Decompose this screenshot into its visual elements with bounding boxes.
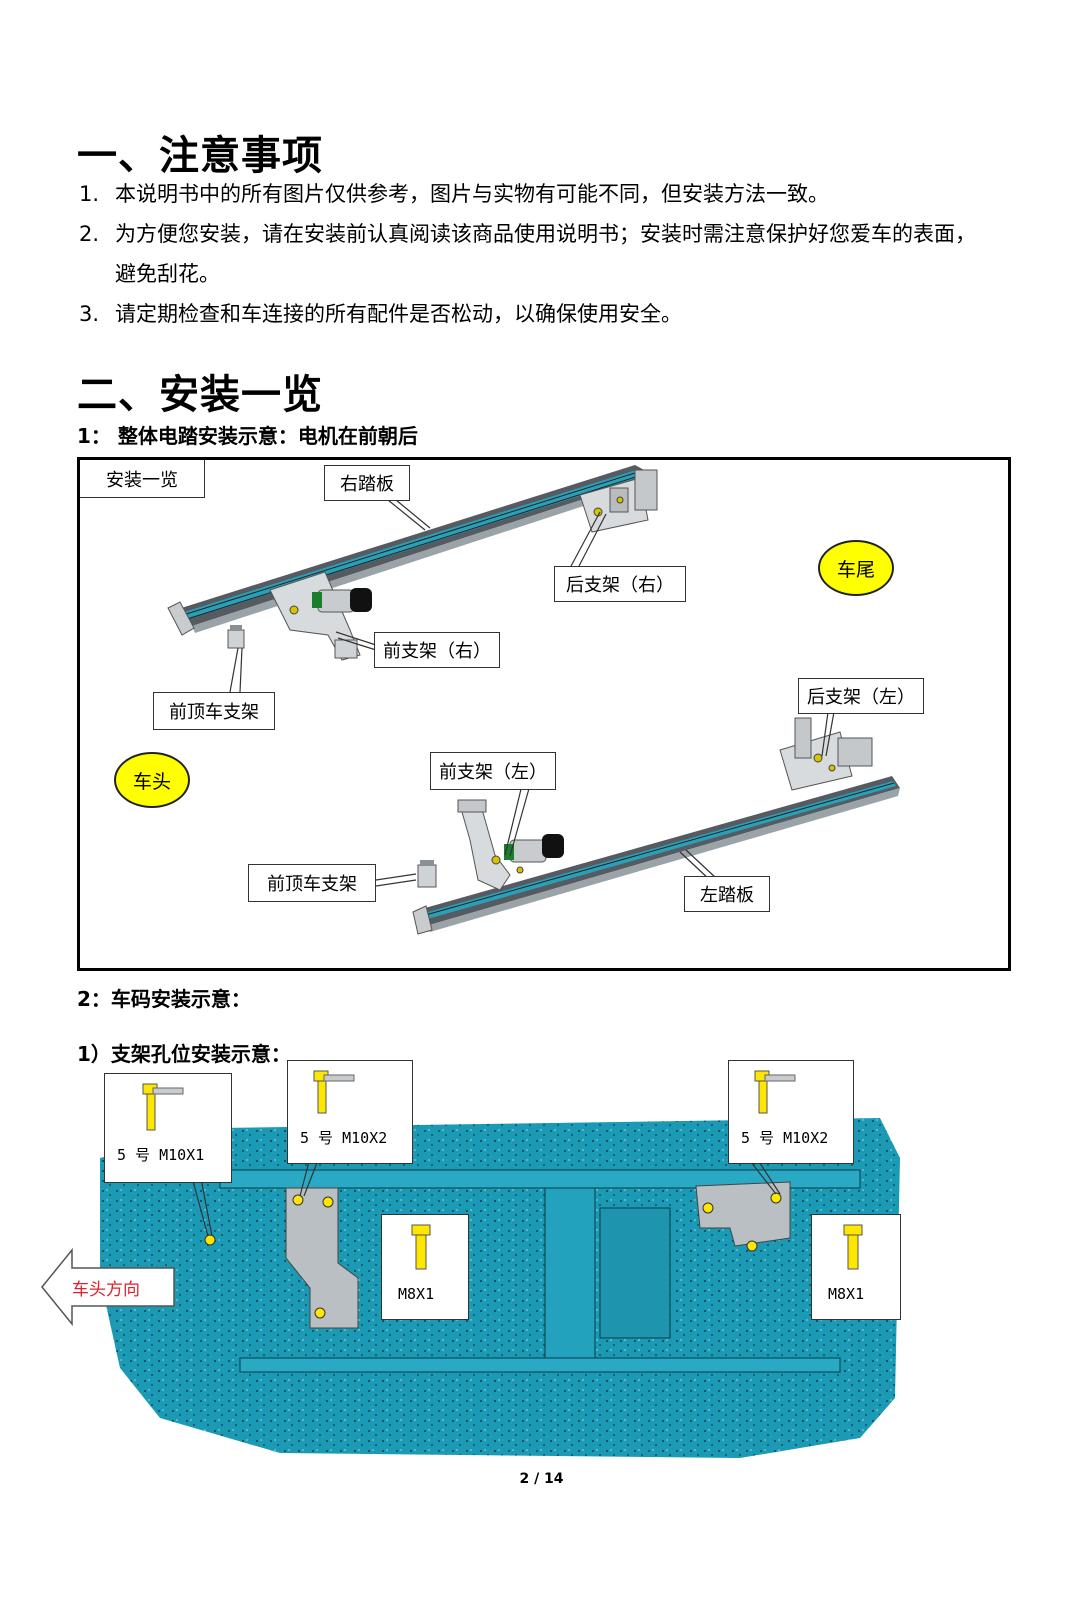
list-item: 2. 为方便您安装，请在安装前认真阅读该商品使用说明书；安装时需注意保护好您爱车的…	[79, 218, 976, 248]
bolt-spec-label: M8X1	[828, 1285, 865, 1303]
subheading-overall-install: 1： 整体电踏安装示意：电机在前朝后	[77, 424, 418, 448]
front-top-bracket-right	[227, 625, 245, 649]
page-number: 2 / 14	[519, 1471, 564, 1487]
right-running-board	[167, 465, 657, 636]
bolt-callout: 5 号 M10X1	[104, 1073, 232, 1183]
direction-label: 车头方向	[72, 1280, 140, 1300]
bolt-callout: 5 号 M10X2	[287, 1060, 413, 1164]
rear-tag: 车尾	[818, 540, 894, 596]
list-item: 3. 请定期检查和车连接的所有配件是否松动，以确保使用安全。	[79, 298, 682, 328]
list-number: 3.	[79, 302, 100, 326]
section-heading-precautions: 一、注意事项	[77, 133, 323, 179]
list-text: 请定期检查和车连接的所有配件是否松动，以确保使用安全。	[115, 302, 682, 326]
leader-lines	[229, 499, 835, 887]
bolt-icon	[142, 1083, 184, 1131]
bolt-icon	[754, 1070, 796, 1114]
front-bracket-left	[457, 799, 564, 891]
section-heading-installation-overview: 二、安装一览	[77, 372, 323, 418]
installation-diagram: 安装一览 右踏板 后支架（右） 前支架（右） 前顶车支架 后支架（左） 前支架（…	[77, 457, 1011, 971]
subheading-hole-positions: 1）支架孔位安装示意：	[77, 1042, 291, 1066]
diagram-corner-label: 安装一览	[80, 460, 205, 498]
bolt-icon	[313, 1070, 355, 1114]
running-board-drawing	[167, 465, 900, 935]
chassis-drawing	[100, 1118, 900, 1458]
bolt-spec-label: M8X1	[398, 1285, 435, 1303]
list-item-continuation: 避免刮花。	[115, 262, 220, 286]
bolt-callout: M8X1	[811, 1214, 901, 1320]
label-rear-bracket-left: 后支架（左）	[798, 678, 924, 714]
bolt-icon	[843, 1224, 863, 1270]
bolt-icon	[411, 1224, 431, 1270]
bolt-spec-label: 5 号 M10X2	[741, 1129, 829, 1147]
label-front-bracket-left: 前支架（左）	[430, 752, 556, 790]
list-number: 1.	[79, 182, 100, 206]
label-left-board: 左踏板	[684, 876, 770, 912]
list-item: 1. 本说明书中的所有图片仅供参考，图片与实物有可能不同，但安装方法一致。	[79, 178, 829, 208]
label-rear-bracket-right: 后支架（右）	[554, 566, 686, 602]
left-arrow-icon	[41, 1248, 175, 1326]
rear-bracket-left	[779, 717, 873, 791]
label-front-top-bracket-right: 前顶车支架	[153, 692, 275, 730]
front-top-bracket-left	[417, 860, 437, 888]
list-number: 2.	[79, 222, 100, 246]
list-text: 本说明书中的所有图片仅供参考，图片与实物有可能不同，但安装方法一致。	[115, 182, 829, 206]
label-right-board: 右踏板	[324, 465, 410, 501]
front-bracket-right	[269, 571, 372, 661]
subheading-bracket-install: 2：车码安装示意：	[77, 987, 251, 1011]
label-front-top-bracket-left: 前顶车支架	[248, 864, 376, 902]
front-direction-arrow: 车头方向	[40, 1248, 176, 1326]
label-front-bracket-right: 前支架（右）	[374, 632, 500, 668]
bolt-spec-label: 5 号 M10X2	[300, 1129, 388, 1147]
list-text: 为方便您安装，请在安装前认真阅读该商品使用说明书；安装时需注意保护好您爱车的表面…	[115, 222, 976, 246]
chassis-illustration	[100, 1118, 900, 1458]
rear-bracket-right	[579, 469, 658, 533]
bolt-callout: M8X1	[381, 1214, 469, 1320]
left-running-board	[412, 776, 900, 935]
bolt-callout: 5 号 M10X2	[728, 1060, 854, 1164]
front-tag: 车头	[114, 752, 190, 808]
bolt-spec-label: 5 号 M10X1	[117, 1146, 205, 1164]
